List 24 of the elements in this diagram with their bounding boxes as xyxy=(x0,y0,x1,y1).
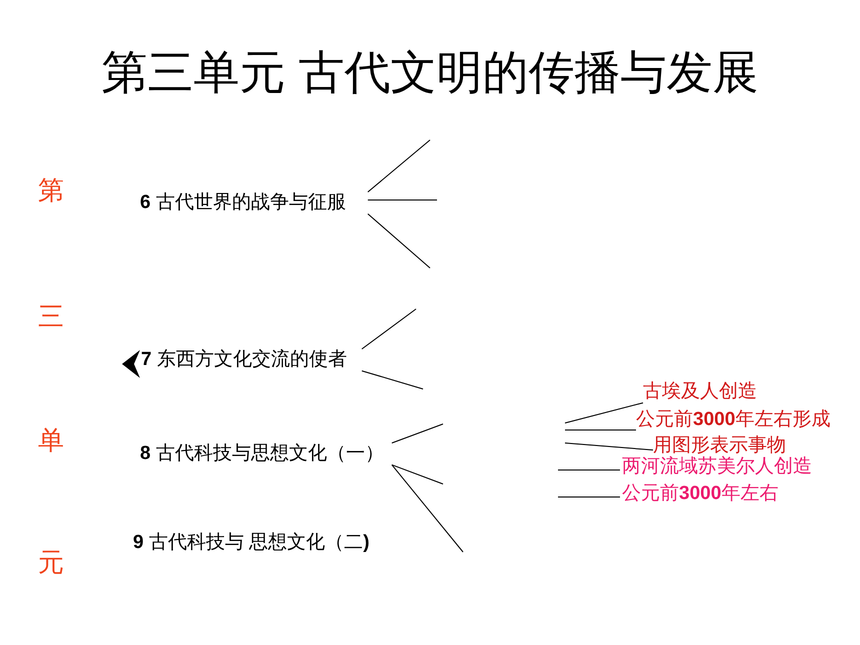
note-text: 公元前3000年左右 xyxy=(620,483,778,505)
branch-line xyxy=(558,496,620,498)
branch-line xyxy=(564,402,644,424)
title: 第三单元 古代文明的传播与发展 xyxy=(100,46,760,99)
note-text: 公元前3000年左右形成 xyxy=(636,409,830,431)
branch-line xyxy=(391,464,444,484)
vertical-heading-character: 元 xyxy=(38,548,64,578)
branch-line xyxy=(391,424,444,444)
lesson-title: 8 古代科技与思想文化（一） xyxy=(140,443,392,465)
note-text: 古埃及人创造 xyxy=(643,381,757,403)
lesson-title: 9 古代科技与 思想文化（二) xyxy=(133,532,370,554)
note-text: 两河流域苏美尔人创造 xyxy=(620,456,812,478)
vertical-heading-character: 单 xyxy=(38,426,64,456)
vertical-heading-character: 三 xyxy=(38,302,64,332)
lesson-title: 7 东西方文化交流的使者 xyxy=(141,349,362,371)
note-text: 用图形表示事物 xyxy=(653,435,786,457)
branch-line xyxy=(367,140,430,192)
branch-line xyxy=(361,308,416,350)
branch-line xyxy=(361,370,424,390)
vertical-heading-character: 第 xyxy=(38,176,64,206)
lesson-title: 6 古代世界的战争与征服 xyxy=(140,192,368,214)
branch-line xyxy=(391,464,464,552)
branch-line xyxy=(367,213,430,268)
branch-line xyxy=(564,442,654,450)
